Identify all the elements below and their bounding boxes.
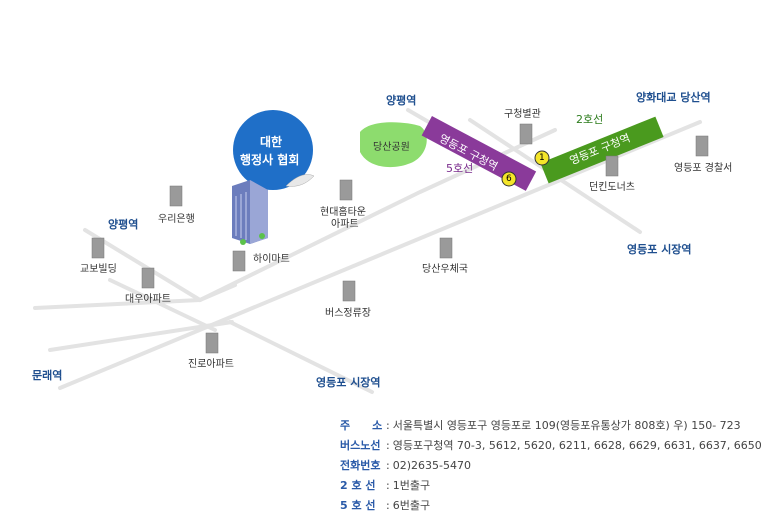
place-woori: 우리은행 [158,214,195,225]
small-buildings [91,123,709,354]
building-icon [342,280,356,302]
info-row: 버스노선:영등포구청역 70-3, 5612, 5620, 6211, 6628… [340,436,762,456]
place-dunkin: 던킨도너츠 [589,182,635,193]
info-value: 1번출구 [392,479,431,492]
building-icon [605,155,619,177]
info-row: 5 호 선:6번출구 [340,496,762,516]
info-row: 전화번호:02)2635-5470 [340,456,762,476]
info-value: 영등포구청역 70-3, 5612, 5620, 6211, 6628, 662… [392,439,762,452]
road-lower-left [48,320,234,352]
building-icon [439,237,453,259]
place-dangsan-post: 당산우체국 [422,264,468,275]
road-upper-diagonal [198,128,557,302]
station-yangpyeong-top: 양평역 [386,94,417,107]
info-key: 전화번호 [340,459,381,472]
building-icon [695,135,709,157]
place-himart: 하이마트 [253,254,290,265]
info-row: 주 소:서울특별시 영등포구 영등포로 109(영등포유통상가 808호) 우)… [340,416,762,436]
building-icon [169,185,183,207]
badge [233,110,315,190]
station-market-bottom: 영등포 시장역 [316,376,381,389]
info-key: 2 호 선 [340,479,376,492]
exit-6-label: 6 [506,174,512,184]
badge-text-line2: 행정사 협회 [240,153,300,167]
address-info: 주 소:서울특별시 영등포구 영등포로 109(영등포유통상가 808호) 우)… [340,416,762,516]
place-hyundai-1: 현대홈타운 [320,207,366,218]
exit-1-label: 1 [539,153,545,163]
park-label: 당산공원 [373,142,410,153]
badge-text-line1: 대한 [260,135,283,149]
place-jinro: 진로아파트 [188,359,234,370]
badge-circle [233,110,313,190]
station-yangpyeong-left: 양평역 [108,218,139,231]
office-tower [232,180,268,245]
place-hyundai-2: 아파트 [331,219,359,230]
building-icon [205,332,219,354]
building-icon [91,237,105,259]
line5-label: 5호선 [446,162,474,175]
place-annex: 구청별관 [504,109,541,120]
station-market-right: 영등포 시장역 [627,243,692,256]
badge-page-curl [285,174,315,187]
place-bus-stop: 버스정류장 [325,308,371,319]
info-key: 5 호 선 [340,499,376,512]
place-daewoo: 대우아파트 [125,294,171,305]
place-police: 영등포 경찰서 [674,163,733,174]
line2-label: 2호선 [576,113,604,126]
info-value: 서울특별시 영등포구 영등포로 109(영등포유통상가 808호) 우) 150… [392,419,741,432]
station-munrae: 문래역 [32,369,63,382]
park-area [360,122,427,168]
info-value: 02)2635-5470 [392,459,471,472]
info-value: 6번출구 [392,499,431,512]
road-cross-middle [228,320,374,394]
info-key: 주 소 [340,419,383,432]
road-left-lower [33,278,217,332]
roads [33,108,702,394]
exit-1-marker [534,150,550,166]
building-icon [141,267,155,289]
exit-6-marker [501,171,517,187]
station-yanghwa: 양화대교 당산역 [636,91,711,104]
info-key: 버스노선 [340,439,381,452]
line2-banner [540,116,664,184]
info-row: 2 호 선:1번출구 [340,476,762,496]
building-icon [232,250,246,272]
road-main-diagonal [58,120,702,390]
building-icon [339,179,353,201]
place-kyobo: 교보빌딩 [80,264,117,275]
building-icon [519,123,533,145]
